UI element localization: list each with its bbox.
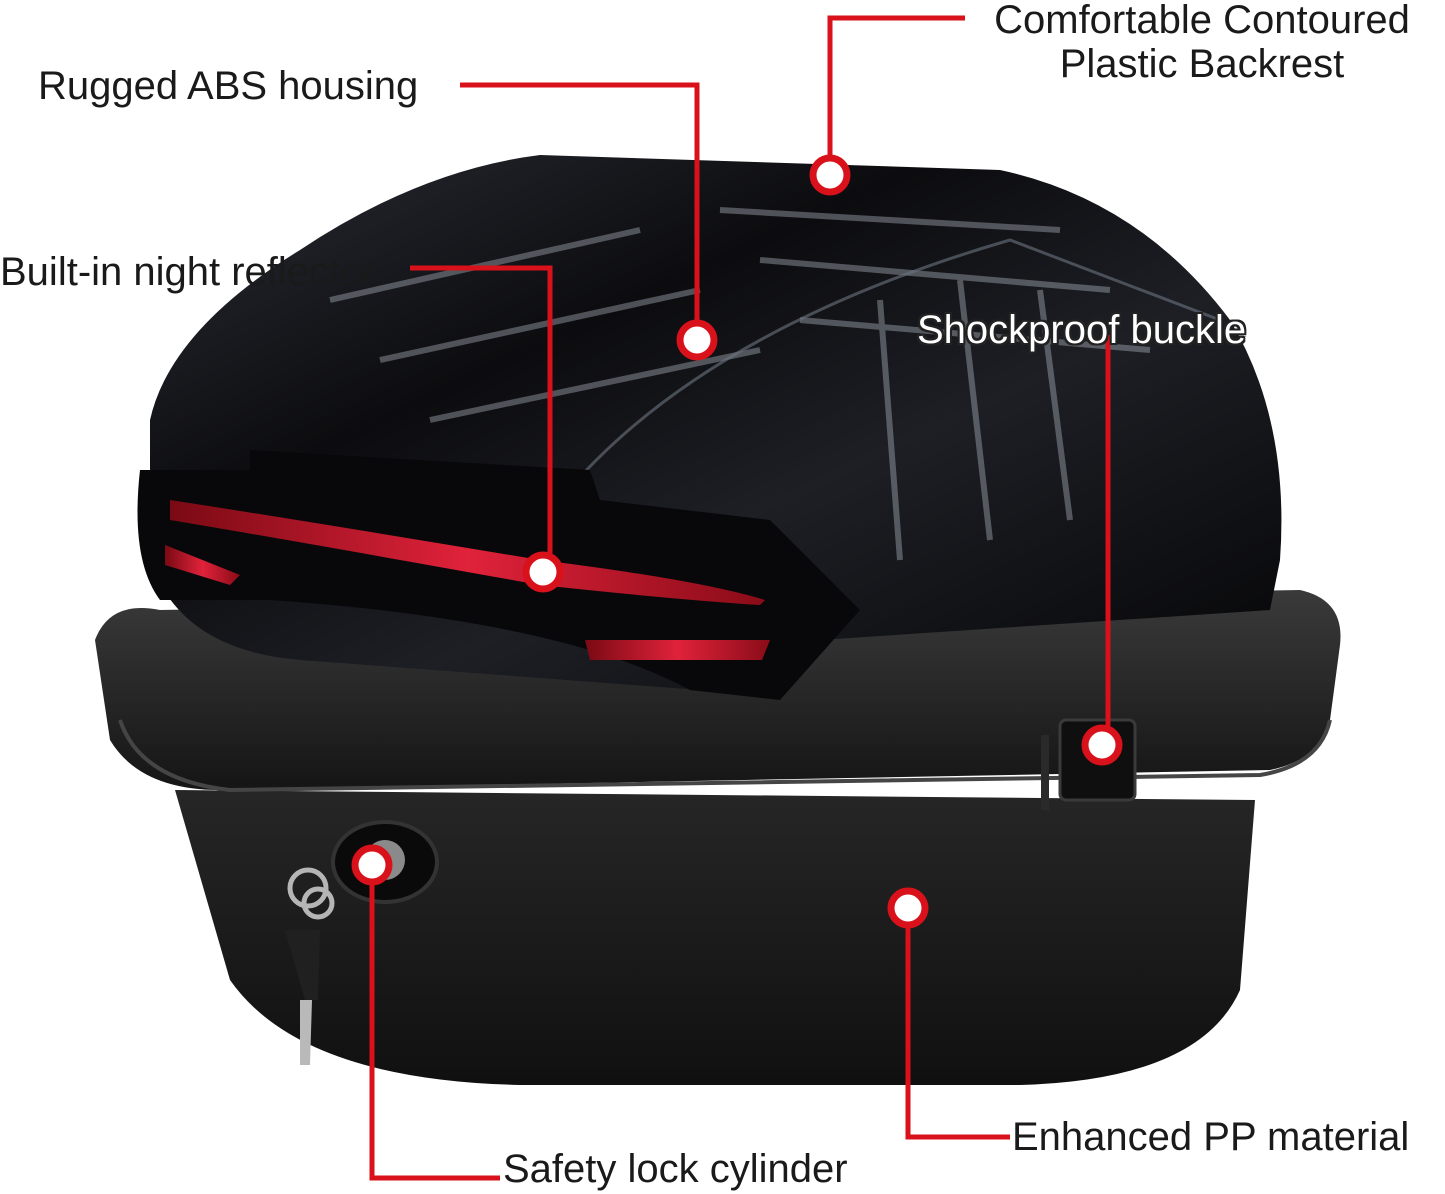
label-lock: Safety lock cylinder [503, 1147, 848, 1191]
label-material: Enhanced PP material [1012, 1115, 1410, 1159]
label-buckle: Shockproof buckle [917, 308, 1247, 352]
dot-housing [676, 319, 718, 361]
dot-reflector [522, 551, 564, 593]
label-reflector: Built-in night reflector [0, 250, 376, 294]
dot-lock [351, 844, 393, 886]
callout-leaders [369, 15, 1111, 1181]
reflector-strip-left [165, 545, 240, 585]
reflector-strip-upper [170, 500, 765, 605]
label-housing: Rugged ABS housing [38, 64, 419, 108]
label-backrest: Comfortable Contoured Plastic Backrest [972, 0, 1432, 86]
dot-backrest [809, 154, 851, 196]
case-base [175, 790, 1255, 1085]
dot-material [887, 887, 929, 929]
lid-reflection-pattern [329, 207, 1151, 561]
keys-icon [287, 867, 335, 920]
label-backrest-line-1: Comfortable Contoured [994, 0, 1410, 42]
reflector-strip-lower [585, 640, 770, 660]
dot-buckle [1081, 724, 1123, 766]
label-backrest-line-2: Plastic Backrest [1059, 42, 1345, 86]
callout-dots [351, 154, 1123, 929]
